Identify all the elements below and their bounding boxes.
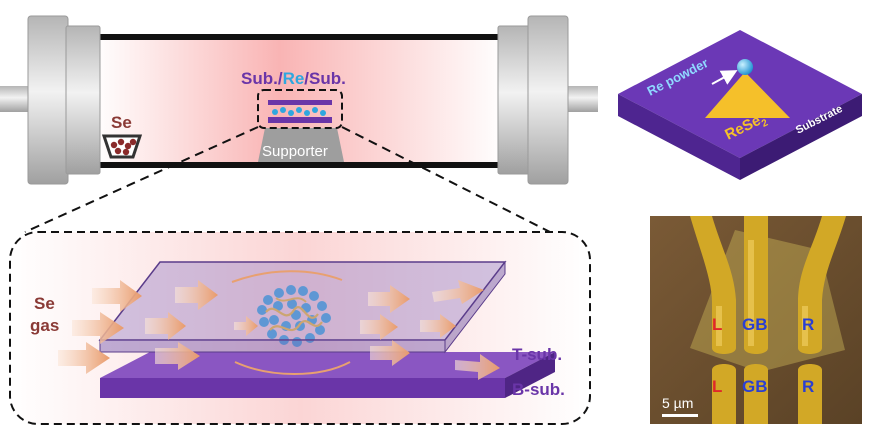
se-label: Se (111, 113, 132, 132)
sandwich-sub-1: Sub./ (241, 69, 283, 88)
supporter-label: Supporter (262, 143, 328, 160)
se-gas-label-line1: Se (34, 294, 55, 313)
re-powder-arrow (711, 70, 738, 85)
micrograph-label-bottom-gb: GB (742, 377, 768, 396)
se-crucible (101, 134, 143, 159)
rese2-label-sub: 2 (760, 117, 770, 130)
re-powder-ball (737, 59, 753, 75)
bottom-substrate-label: B-sub. (512, 380, 565, 399)
scale-bar (662, 414, 698, 417)
scale-bar-label: 5 µm (662, 395, 693, 411)
micrograph-label-top-l: L (712, 315, 722, 334)
top-substrate (98, 260, 507, 354)
se-gas-label-line2: gas (30, 316, 59, 335)
supporter: Supporter (258, 128, 344, 162)
micrograph-label-bottom-l: L (712, 377, 722, 396)
top-substrate-label: T-sub. (512, 345, 562, 364)
sandwich-label: Sub./Re/Sub. (241, 69, 346, 88)
furnace-tube (0, 15, 598, 185)
zoom-line-left (24, 126, 259, 233)
substrate-3d (618, 30, 862, 180)
sandwich-re: Re (283, 69, 305, 88)
rese2-triangle (705, 72, 790, 118)
zoom-box (257, 89, 343, 129)
sandwich-sub-2: /Sub. (304, 69, 346, 88)
micrograph (650, 216, 862, 424)
zoom-line-right (341, 126, 551, 233)
se-gas-arrows (58, 270, 500, 380)
micrograph-label-top-gb: GB (742, 315, 768, 334)
micrograph-label-bottom-r: R (802, 377, 814, 396)
bottom-substrate (100, 352, 555, 398)
small-sandwich (268, 100, 332, 123)
micrograph-label-top-r: R (802, 315, 814, 334)
